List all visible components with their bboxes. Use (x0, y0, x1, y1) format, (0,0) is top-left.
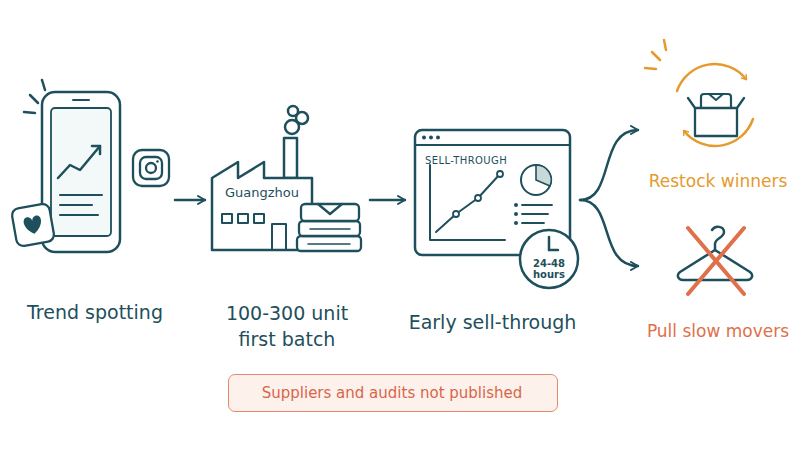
browser-window-part (514, 203, 518, 207)
phone-illustration-part (30, 95, 38, 103)
restock-illustration-part (737, 98, 744, 108)
browser-window-part (475, 195, 481, 201)
phone-illustration-part (60, 204, 92, 206)
disclosure-note: Suppliers and audits not published (228, 374, 558, 412)
browser-window-part (536, 165, 551, 186)
heart-icon-part (11, 203, 55, 247)
factory-step: Guangzhou 100-300 unit first batch (205, 95, 370, 350)
factory-illustration-part (288, 106, 298, 116)
trend-step: Trend spotting (15, 85, 175, 335)
heart-icon (11, 203, 55, 247)
browser-window-part (514, 221, 518, 225)
phone-illustration-part (92, 146, 100, 154)
restock-illustration-part (709, 94, 723, 100)
browser-window-part (422, 136, 426, 140)
factory-illustration-part (222, 214, 232, 223)
step-label: Early sell-through (390, 310, 595, 334)
chart-title: SELL-THROUGH (425, 154, 525, 167)
browser-window-part (429, 136, 433, 140)
restock-illustration-part (688, 98, 695, 108)
note-text: Suppliers and audits not published (229, 383, 555, 403)
restock-illustration-part (677, 64, 746, 91)
factory-illustration-part (254, 214, 264, 223)
shirt-stack-part (299, 221, 360, 236)
timer-label: 24-48 hours (529, 258, 569, 280)
browser-window-part (497, 171, 503, 177)
branch-arrow (580, 130, 638, 200)
phone-illustration-part (60, 214, 98, 216)
restock-outcome: Restock winners (638, 55, 798, 200)
phone-illustration-part (73, 99, 89, 101)
clock-timer: 24-48 hours (518, 228, 580, 290)
clock-hand (549, 249, 558, 252)
shirt-stack-part (308, 243, 350, 245)
factory-illustration (212, 106, 312, 250)
factory-illustration-part (284, 138, 297, 178)
outcome-label: Restock winners (638, 171, 798, 192)
outcome-label: Pull slow movers (638, 321, 798, 342)
heart-icon-part (23, 215, 43, 235)
instagram-icon-part (133, 150, 169, 186)
phone-illustration-part (58, 146, 100, 178)
step-label: Trend spotting (15, 300, 175, 324)
step-label: 100-300 unit first batch (212, 300, 362, 352)
crossed-hanger (678, 227, 752, 294)
phone-illustration-part (51, 108, 111, 236)
shirt-stack-part (318, 204, 342, 214)
shirt-stack (297, 204, 361, 251)
flow-arrow (370, 199, 405, 202)
clock-hand (548, 237, 551, 250)
instagram-icon-part (140, 157, 162, 179)
crossed-hanger-part (712, 227, 724, 250)
factory-illustration-part (272, 224, 286, 250)
browser-window-part (522, 222, 544, 224)
phone-illustration-part (24, 112, 35, 113)
browser-window-part (436, 136, 440, 140)
phone-illustration-part (60, 194, 102, 196)
instagram-icon (133, 150, 169, 186)
phone-illustration-part (42, 80, 45, 90)
crossed-hanger-part (688, 228, 744, 294)
shirt-stack-part (310, 228, 350, 230)
browser-window-part (522, 204, 552, 206)
restock-illustration-part (652, 52, 660, 60)
factory-illustration-part (238, 214, 248, 223)
restock-illustration-part (664, 40, 666, 50)
browser-window-part (522, 213, 548, 215)
pull-outcome: Pull slow movers (638, 215, 798, 350)
restock-illustration-part (645, 68, 656, 69)
crossed-hanger-part (688, 228, 744, 294)
branch-arrow (580, 200, 638, 266)
sell-through-step: SELL-THROUGHEarly sell-through24-48 hour… (405, 128, 580, 338)
flow-arrow (175, 199, 205, 202)
browser-window-part (415, 144, 570, 146)
restock-illustration-part (695, 108, 737, 136)
instagram-icon-part (146, 163, 156, 173)
clock-face (520, 230, 578, 288)
browser-window-part (521, 165, 551, 195)
factory-sign: Guangzhou (212, 185, 312, 201)
browser-window-part (430, 165, 505, 240)
browser-window-part (436, 174, 500, 232)
browser-window-part (453, 211, 459, 217)
instagram-icon-part (156, 160, 159, 163)
shirt-stack-part (297, 236, 361, 251)
browser-window-part (514, 212, 518, 216)
shirt-stack-part (301, 204, 359, 221)
restock-illustration (645, 40, 753, 146)
